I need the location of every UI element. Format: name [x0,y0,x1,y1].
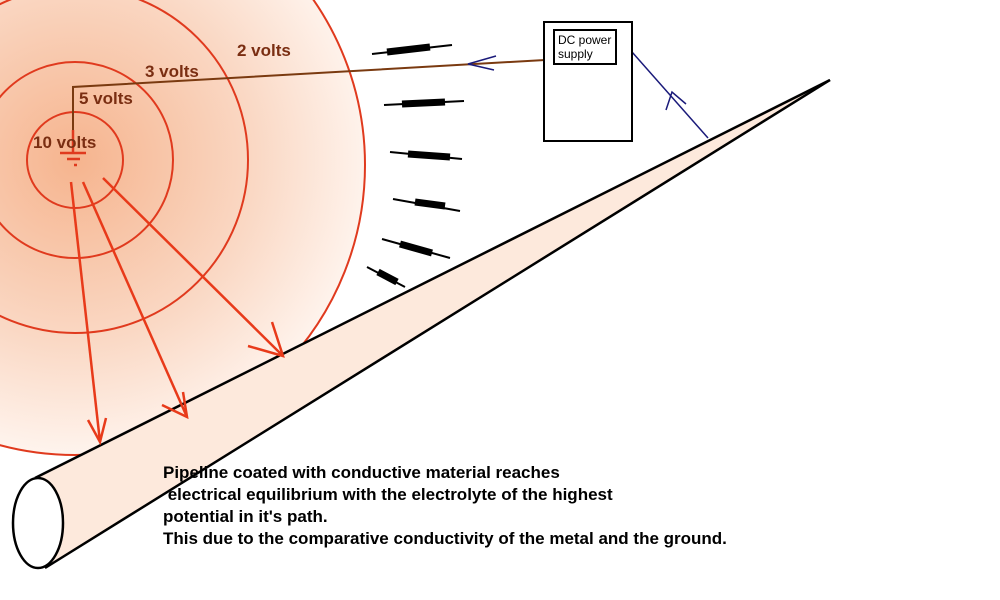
caption: Pipeline coated with conductive material… [163,462,727,550]
label-2-volts: 2 volts [237,41,291,60]
caption-line: This due to the comparative conductivity… [163,529,727,548]
power-supply-label: DC power supply [553,29,617,65]
resistor-icons [366,43,465,288]
power-supply-box [543,21,633,142]
arrow-left-icon [467,55,497,71]
ground-icon [60,130,86,167]
field-3v [0,0,249,334]
field-5v [0,61,174,259]
label-5-volts: 5 volts [79,89,133,108]
label-3-volts: 3 volts [145,62,199,81]
arrow-up-icon [665,90,687,111]
pipe-end [11,476,65,570]
caption-line: potential in it's path. [163,507,328,526]
pipeline [35,80,830,568]
caption-line: Pipeline coated with conductive material… [163,463,560,482]
current-arrows [69,177,285,446]
cathode-wire [631,51,709,139]
label-10-volts: 10 volts [33,133,96,152]
anode-wire [72,59,546,130]
field-2v [0,0,366,456]
caption-line: electrical equilibrium with the electrol… [163,485,613,504]
